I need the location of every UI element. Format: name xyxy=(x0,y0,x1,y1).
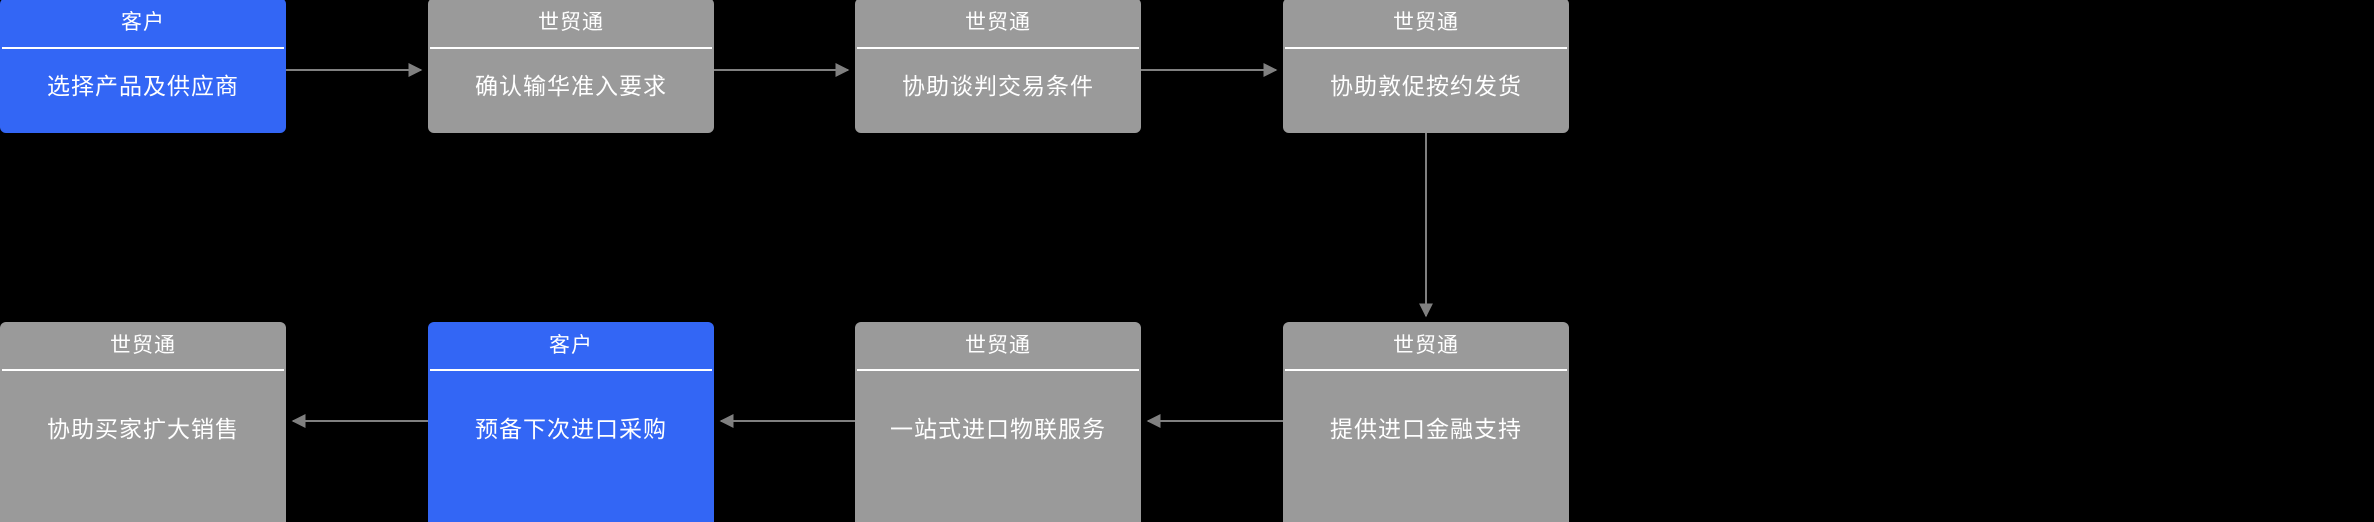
node-divider xyxy=(1285,369,1567,371)
flow-node-expedite-shipment[interactable]: 世贸通 协助敦促按约发货 xyxy=(1283,0,1569,133)
node-step-label: 协助买家扩大销售 xyxy=(47,415,239,442)
node-role-label: 世贸通 xyxy=(965,334,1031,357)
node-step-label: 预备下次进口采购 xyxy=(475,415,667,442)
node-divider xyxy=(430,369,712,371)
node-step-label: 提供进口金融支持 xyxy=(1330,415,1522,442)
node-role-label: 客户 xyxy=(549,334,593,357)
node-step-label: 一站式进口物联服务 xyxy=(890,415,1106,442)
node-role-label: 客户 xyxy=(121,11,165,34)
node-step-label: 协助敦促按约发货 xyxy=(1330,73,1522,100)
node-role-label: 世贸通 xyxy=(538,11,604,34)
node-divider xyxy=(430,47,712,49)
node-step-label: 确认输华准入要求 xyxy=(475,73,667,100)
node-divider xyxy=(857,47,1139,49)
flow-node-confirm-import-requirements[interactable]: 世贸通 确认输华准入要求 xyxy=(428,0,714,133)
flow-node-select-product[interactable]: 客户 选择产品及供应商 xyxy=(0,0,286,133)
node-divider xyxy=(857,369,1139,371)
flow-node-expand-buyer-sales[interactable]: 世贸通 协助买家扩大销售 xyxy=(0,322,286,522)
node-divider xyxy=(2,369,284,371)
node-step-label: 协助谈判交易条件 xyxy=(902,73,1094,100)
flow-node-onestop-logistics[interactable]: 世贸通 一站式进口物联服务 xyxy=(855,322,1141,522)
node-divider xyxy=(2,47,284,49)
flow-node-import-financing[interactable]: 世贸通 提供进口金融支持 xyxy=(1283,322,1569,522)
node-role-label: 世贸通 xyxy=(1393,11,1459,34)
flow-node-prepare-next-purchase[interactable]: 客户 预备下次进口采购 xyxy=(428,322,714,522)
node-role-label: 世贸通 xyxy=(110,334,176,357)
node-step-label: 选择产品及供应商 xyxy=(47,73,239,100)
node-role-label: 世贸通 xyxy=(1393,334,1459,357)
node-divider xyxy=(1285,47,1567,49)
flow-node-negotiate-terms[interactable]: 世贸通 协助谈判交易条件 xyxy=(855,0,1141,133)
node-role-label: 世贸通 xyxy=(965,11,1031,34)
